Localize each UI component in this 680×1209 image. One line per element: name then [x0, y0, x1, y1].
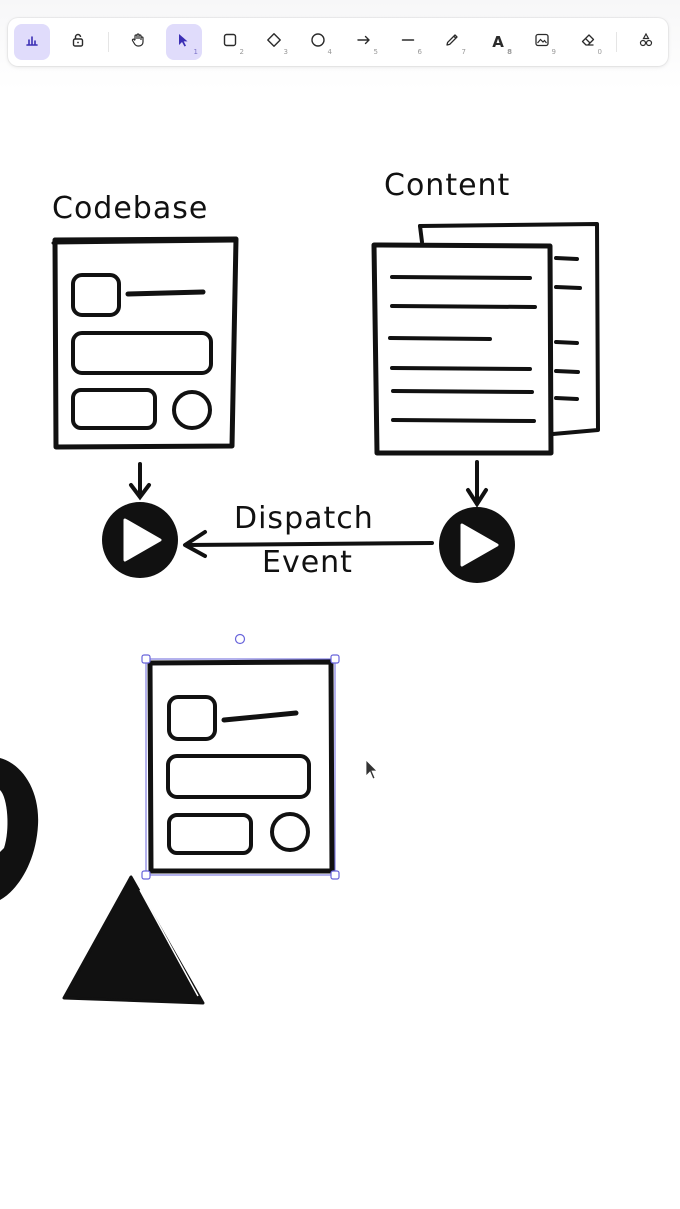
tool-text-key: 8	[507, 48, 512, 56]
tool-stats-toggle[interactable]	[14, 24, 50, 60]
ellipse-icon	[310, 32, 326, 52]
pointer-icon	[176, 32, 192, 52]
tool-image[interactable]: 9	[524, 24, 560, 60]
text-icon: A	[492, 33, 504, 51]
codebase-label[interactable]: Codebase	[52, 191, 208, 226]
content-label[interactable]: Content	[384, 168, 510, 203]
tool-select[interactable]: 1	[166, 24, 202, 60]
tool-ellipse[interactable]: 4	[300, 24, 336, 60]
rectangle-icon	[222, 32, 238, 52]
diamond-icon	[266, 32, 282, 52]
tool-diamond[interactable]: 3	[256, 24, 292, 60]
stats-icon	[24, 32, 40, 52]
rotation-handle[interactable]	[234, 633, 246, 645]
tool-eraser-key: 0	[597, 48, 602, 56]
dispatch-label-line1[interactable]: Dispatch	[234, 501, 374, 536]
dispatch-event-arrow[interactable]	[183, 530, 434, 558]
resize-handle[interactable]	[330, 654, 340, 664]
resize-handle[interactable]	[141, 870, 151, 880]
hand-icon	[130, 32, 146, 52]
resize-handle[interactable]	[330, 870, 340, 880]
pencil-icon	[444, 32, 460, 52]
arrow-icon	[356, 32, 372, 52]
triangle-shape[interactable]	[62, 875, 205, 1005]
dispatch-label-line2[interactable]: Event	[262, 545, 353, 580]
image-icon	[534, 32, 550, 52]
codebase-down-arrow[interactable]	[129, 462, 151, 501]
tool-eraser[interactable]: 0	[570, 24, 606, 60]
tool-line-key: 6	[417, 48, 422, 56]
codebase-sketch[interactable]	[51, 236, 239, 450]
tool-more-shapes[interactable]	[628, 24, 664, 60]
tool-rectangle-key: 2	[239, 48, 244, 56]
shapes-library-icon	[638, 32, 654, 52]
tool-rectangle[interactable]: 2	[212, 24, 248, 60]
content-event-node[interactable]	[439, 507, 515, 583]
tool-text[interactable]: A 8	[480, 24, 516, 60]
tool-image-key: 9	[551, 48, 556, 56]
tool-draw-key: 7	[461, 48, 466, 56]
tool-diamond-key: 3	[283, 48, 288, 56]
main-toolbar: 1 2 3 4 5	[8, 18, 668, 66]
selected-codebase-copy[interactable]	[147, 659, 335, 874]
tool-lock[interactable]	[60, 24, 96, 60]
tool-hand[interactable]	[120, 24, 156, 60]
toolbar-divider	[616, 32, 617, 52]
codebase-event-node[interactable]	[102, 502, 178, 578]
lock-icon	[70, 32, 86, 52]
resize-handle[interactable]	[141, 654, 151, 664]
partial-ellipse-shape[interactable]	[0, 758, 39, 900]
tool-ellipse-key: 4	[327, 48, 332, 56]
line-icon	[400, 32, 416, 52]
content-down-arrow[interactable]	[466, 460, 488, 508]
content-document-sketch[interactable]	[371, 222, 600, 456]
tool-arrow-key: 5	[373, 48, 378, 56]
tool-select-key: 1	[193, 48, 198, 56]
toolbar-area: 1 2 3 4 5	[0, 0, 680, 90]
toolbar-divider	[108, 32, 109, 52]
tool-arrow[interactable]: 5	[346, 24, 382, 60]
tool-draw[interactable]: 7	[434, 24, 470, 60]
eraser-icon	[580, 32, 596, 52]
selection-box[interactable]	[141, 633, 340, 880]
tool-line[interactable]: 6	[390, 24, 426, 60]
mouse-cursor-icon	[365, 759, 378, 780]
